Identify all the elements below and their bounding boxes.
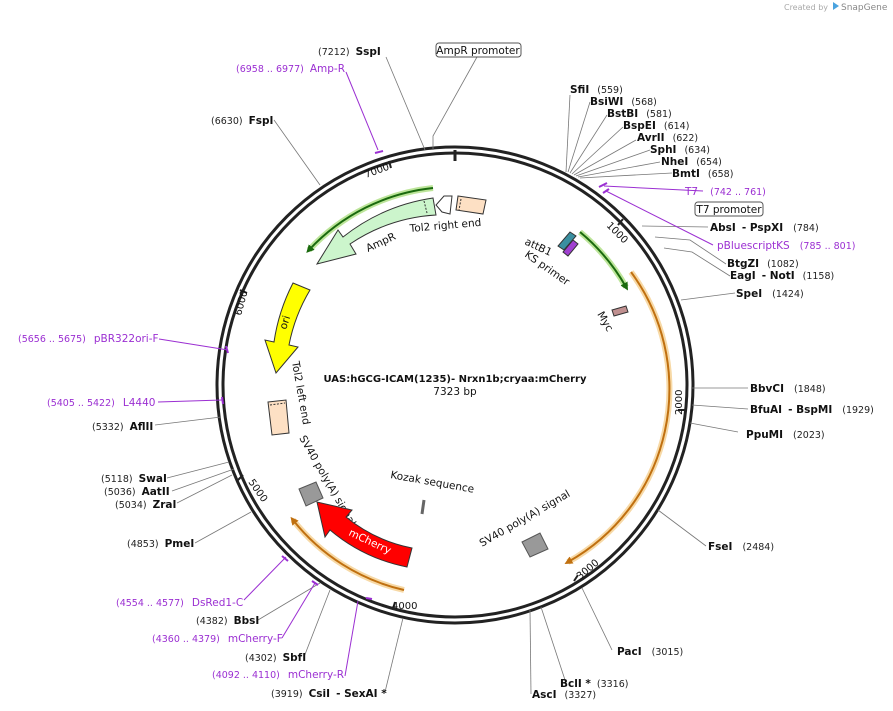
plasmid-length: 7323 bp <box>433 386 477 398</box>
primer-dsred1: (4554 .. 4577)DsRed1-C <box>116 597 243 609</box>
mcherry-feature <box>316 501 413 568</box>
site-btgzi: BtgZI(1082) <box>727 258 799 270</box>
site-spei: SpeI(1424) <box>736 288 804 300</box>
primer-ampr: (6958 .. 6977)Amp-R <box>236 63 345 75</box>
site-bcli: BclI *(3316) <box>560 678 628 690</box>
primer-t7: T7(742 .. 761) <box>684 186 766 198</box>
site-swai: (5118)SwaI <box>101 473 167 485</box>
restriction-sites-right: SfiI(559) BsiWI(568) BstBI(581) BspEI(61… <box>532 84 874 701</box>
ks-primer-feature <box>562 239 579 257</box>
tol2-left-end-feature <box>267 399 290 436</box>
primer-l4440: (5405 .. 5422)L4440 <box>47 397 155 409</box>
site-bbsi: (4382)BbsI <box>196 615 259 627</box>
site-ppumi: PpuMI(2023) <box>746 429 825 441</box>
boxed-labels: AmpR promoter T7 promoter <box>435 42 764 217</box>
brand-name: SnapGene <box>841 3 888 13</box>
created-by-text: Created by <box>784 3 828 12</box>
primer-mcherryr: (4092 .. 4110)mCherry-R <box>212 669 344 681</box>
site-zrai: (5034)ZraI <box>115 499 176 511</box>
site-bbvci: BbvCI(1848) <box>750 383 826 395</box>
snapgene-logo-icon <box>833 2 839 10</box>
myc-feature <box>611 305 629 317</box>
site-csii: (3919)CsiI- SexAI * <box>271 688 387 700</box>
primer-pbluescriptks: pBluescriptKS(785 .. 801) <box>717 240 855 252</box>
primer-lines <box>157 71 714 677</box>
ampr-promoter-box <box>435 42 522 58</box>
site-sphi: SphI(634) <box>650 144 710 156</box>
plasmid-name: UAS:hGCG-ICAM(1235)- Nrxn1b;cryaa:mCherr… <box>323 374 587 385</box>
nrxn1b-orf-arc <box>564 271 671 564</box>
site-bstbi: BstBI(581) <box>607 108 672 120</box>
attb1-feature <box>557 231 577 251</box>
site-aatii: (5036)AatII <box>104 486 170 498</box>
ampr-promoter-label: AmpR promoter <box>436 45 520 57</box>
ampr-feature <box>315 197 437 265</box>
tol2-right-end-feature <box>455 195 487 215</box>
primer-labels: (6958 .. 6977)Amp-R T7(742 .. 761) pBlue… <box>18 63 855 681</box>
t7-promoter-label: T7 promoter <box>695 204 762 216</box>
site-paci: PacI(3015) <box>617 646 683 658</box>
site-pmei: (4853)PmeI <box>127 538 194 550</box>
orf-arcs <box>290 185 673 593</box>
tol2-left-end-label: Tol2 left end <box>289 359 312 425</box>
ampr-promoter-feature <box>435 195 453 215</box>
site-fspi: (6630)FspI <box>211 115 273 127</box>
site-bmti: BmtI(658) <box>672 168 733 180</box>
primer-pbr322ori: (5656 .. 5675)pBR322ori-F <box>18 333 159 345</box>
kozak-feature <box>420 499 426 515</box>
snapgene-branding: Created by SnapGene <box>784 2 888 13</box>
site-sfii: SfiI(559) <box>570 84 623 96</box>
myc-orf-arc <box>579 231 628 291</box>
backbone <box>215 145 695 625</box>
site-bfuai: BfuAI- BspMI(1929) <box>750 404 874 416</box>
ampr-orf-arc <box>306 187 434 253</box>
site-eagi: EagI- NotI(1158) <box>730 270 834 282</box>
tick-label-1000: 1000 <box>604 220 630 246</box>
primer-mcherryf: (4360 .. 4379)mCherry-F <box>152 633 283 645</box>
site-asci: AscI(3327) <box>532 689 596 701</box>
site-nhei: NheI(654) <box>661 156 722 168</box>
ampr-label: AmpR <box>364 231 398 255</box>
site-avrii: AvrII(622) <box>637 132 698 144</box>
sv40-polya-left-feature <box>298 481 324 507</box>
restriction-sites-left: (7212)SspI (6630)FspI (5332)AflII (5118)… <box>92 46 387 700</box>
site-sspi: (7212)SspI <box>318 46 381 58</box>
t7-promoter-box <box>694 201 764 217</box>
mcherry-orf-arc <box>290 516 405 591</box>
site-absi: AbsI- PspXI(784) <box>710 222 819 234</box>
site-aflii: (5332)AflII <box>92 421 153 433</box>
tol2-right-end-label: Tol2 right end <box>408 217 482 235</box>
site-fsei: FseI(2484) <box>708 541 774 553</box>
site-sbfi: (4302)SbfI <box>245 652 306 664</box>
backbone-outer-strand <box>215 145 695 625</box>
ori-label: ori <box>277 314 293 331</box>
tick-label-4000: 4000 <box>392 601 417 612</box>
sv40-polya-right-feature <box>521 532 549 558</box>
site-bspei: BspEI(614) <box>623 120 689 132</box>
tick-label-2000: 2000 <box>674 390 685 415</box>
ori-feature <box>264 282 311 375</box>
plasmid-center-labels: UAS:hGCG-ICAM(1235)- Nrxn1b;cryaa:mCherr… <box>323 374 587 398</box>
kozak-label: Kozak sequence <box>389 469 475 496</box>
primer-markers <box>221 150 610 600</box>
site-bsiwi: BsiWI(568) <box>590 96 657 108</box>
myc-label: Myc <box>594 310 615 334</box>
leader-lines <box>154 56 749 695</box>
